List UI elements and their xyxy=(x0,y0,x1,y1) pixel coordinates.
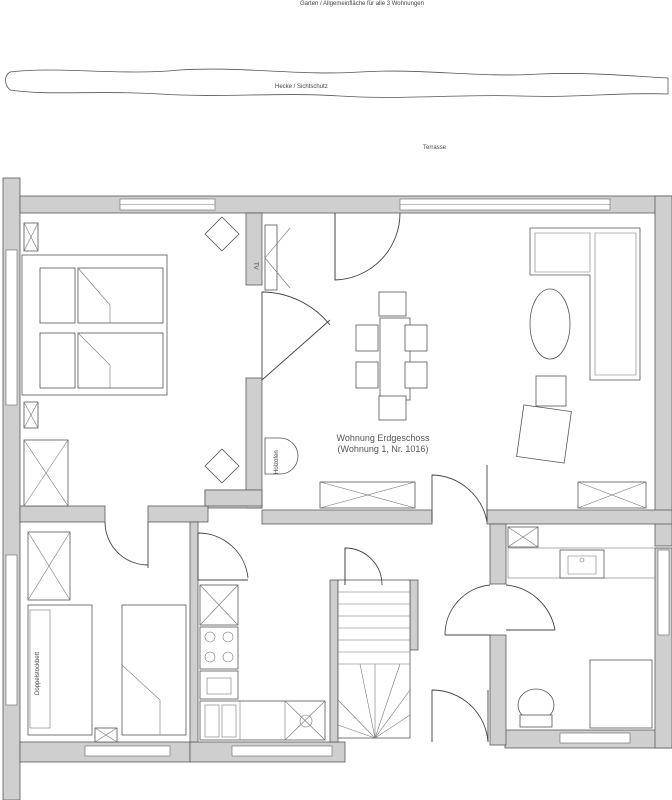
hedge-outline xyxy=(5,68,669,98)
armchair xyxy=(516,404,572,464)
door-bedroom xyxy=(261,291,331,380)
door-child-room xyxy=(104,521,149,566)
door-terrace xyxy=(334,212,401,281)
apartment-name: Wohnung Erdgeschoss xyxy=(336,433,430,443)
nightstand-1 xyxy=(204,216,240,252)
wall-bath-v xyxy=(489,523,507,585)
nightstand-2 xyxy=(204,448,240,484)
wall-stair-2 xyxy=(409,579,419,651)
sofa xyxy=(529,227,641,381)
wall-stair xyxy=(329,579,339,743)
apartment-label: Wohnung Erdgeschoss (Wohnung 1, Nr. 1016… xyxy=(318,433,448,455)
apartment-number: (Wohnung 1, Nr. 1016) xyxy=(337,444,429,454)
wall-right-top xyxy=(654,195,672,547)
staircase xyxy=(337,579,411,739)
tv-unit xyxy=(264,224,278,291)
bunk-bed-label: Doppelstockbett xyxy=(35,651,41,695)
door-bathroom xyxy=(444,584,491,636)
armchair-footstool xyxy=(535,375,567,407)
fireplace-stove xyxy=(264,437,299,475)
oven xyxy=(199,670,239,700)
cooktop xyxy=(199,626,239,670)
shower xyxy=(589,659,653,729)
washbasin xyxy=(559,549,605,579)
door-kitchen xyxy=(197,532,249,580)
window-bottom-1 xyxy=(84,745,171,757)
garden-label: Garten / Allgemeinfläche für alle 3 Wohn… xyxy=(300,1,424,7)
wall-mid-h-1 xyxy=(19,505,106,523)
hedge-label: Hecke / Sichtschutz xyxy=(275,84,328,90)
door-front xyxy=(431,689,489,743)
door-stair-top xyxy=(344,547,383,586)
wall-kitchen-v xyxy=(189,521,199,743)
single-bed xyxy=(121,604,187,736)
counter xyxy=(199,700,326,741)
coffee-table xyxy=(529,288,571,360)
wall-bed-living-2 xyxy=(245,377,263,509)
door-living-hall xyxy=(431,474,488,523)
bunk-bed xyxy=(27,604,93,736)
tv-label: TV xyxy=(252,262,258,270)
fireplace-label: Holzofen xyxy=(274,450,280,474)
terrace-label: Terrasse xyxy=(423,145,447,151)
window-right-2 xyxy=(559,732,631,744)
wall-mid-h-2 xyxy=(147,505,209,523)
window-right-1 xyxy=(657,549,670,636)
window-bottom-2 xyxy=(231,745,333,757)
wall-bed-living xyxy=(245,212,263,286)
wall-bath-v2 xyxy=(489,634,507,746)
wall-mid-h-3 xyxy=(261,509,433,525)
window-left-1 xyxy=(5,249,18,406)
window-left-2 xyxy=(5,554,18,706)
wall-mid-h-4 xyxy=(486,509,672,525)
